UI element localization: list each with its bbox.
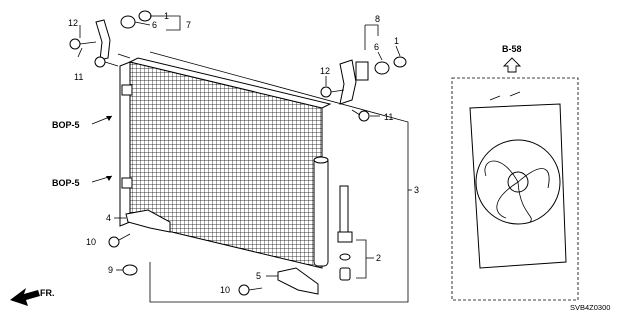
upper-right-bracket [320,56,407,122]
front-direction-arrow [10,288,40,306]
callout-10-bottom: 10 [220,285,230,295]
callout-3: 3 [414,185,419,195]
callout-12-upper-left: 12 [68,18,78,28]
callout-7: 7 [186,20,191,30]
reference-bop-lower: BOP-5 [52,178,80,188]
condenser-core [119,57,332,269]
callout-4: 4 [106,213,111,223]
upper-left-bracket [69,10,152,68]
callout-2: 2 [376,253,381,263]
callout-8: 8 [375,14,380,24]
callout-6-upper-right: 6 [374,42,379,52]
callout-5: 5 [256,271,261,281]
front-direction-label: FR. [40,288,55,298]
reference-b58: B-58 [502,44,522,54]
assembly-bracket-3 [117,51,412,303]
upper-right-leaders [325,24,401,117]
lower-right-mount [238,267,319,296]
callout-1-upper-right: 1 [394,36,399,46]
callout-11-upper-right: 11 [384,112,393,122]
reference-bop-upper: BOP-5 [52,120,80,130]
callout-1-upper-left: 1 [164,11,169,21]
lower-left-mount [108,209,171,276]
callout-12-upper-right: 12 [320,66,330,76]
bop-arrows [91,115,113,183]
callout-11-upper-left: 11 [74,72,83,82]
callout-9: 9 [108,265,113,275]
callout-10-left: 10 [86,237,96,247]
desiccant-filter [337,185,374,281]
diagram-code: SVB4Z0300 [570,303,610,312]
receiver-dryer [313,156,329,267]
upper-left-leaders [77,15,181,58]
callout-6-upper-left: 6 [152,20,157,30]
fan-shroud-reference [451,57,579,301]
